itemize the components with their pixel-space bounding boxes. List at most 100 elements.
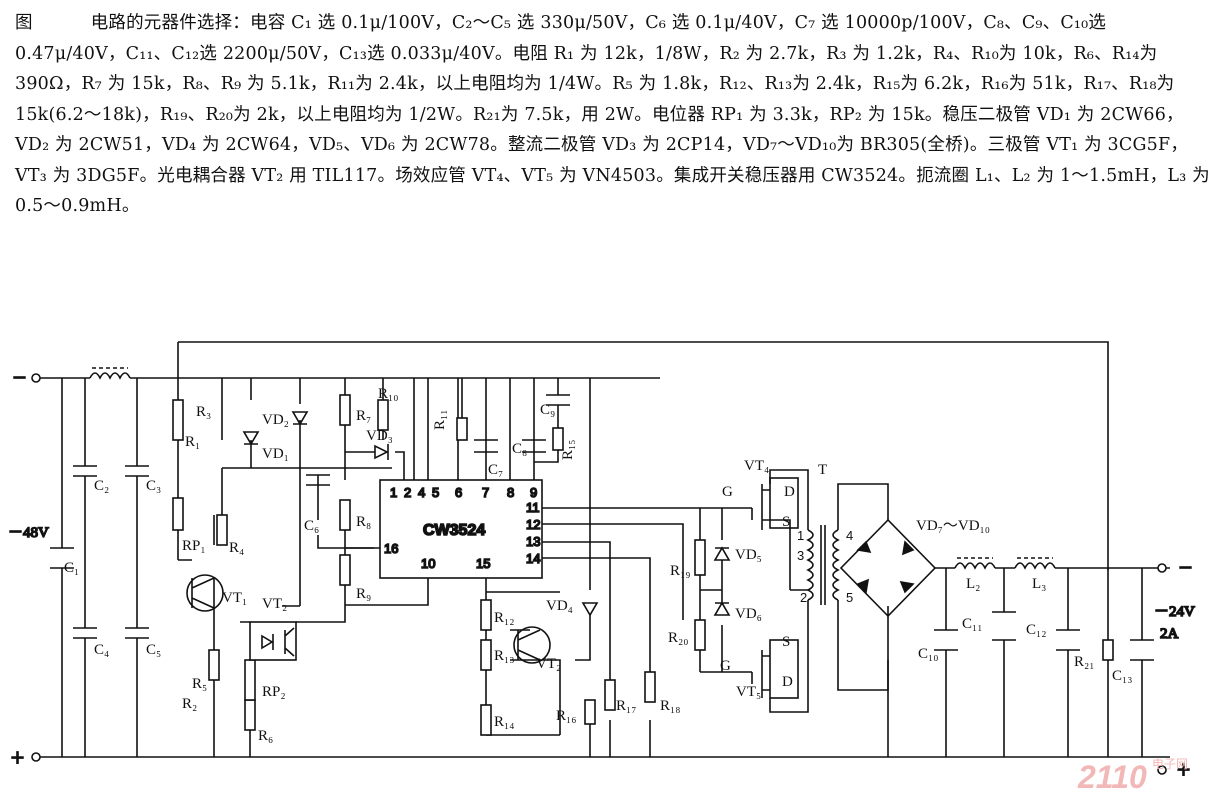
label-vd5: VD₅: [735, 547, 762, 563]
ic-pin-10: 10: [421, 556, 435, 571]
capacitor-c5: [125, 627, 149, 639]
transformer-t: [806, 525, 840, 605]
label-c6: C₆: [304, 518, 319, 534]
potentiometer-rp2: [244, 659, 256, 701]
mosfet-vt4: [751, 484, 770, 530]
mosfet-vt4-body: [769, 477, 799, 529]
label-t-pin1: 1: [797, 528, 804, 543]
ic-pin-11: 11: [526, 500, 540, 515]
mosfet-vt5: [751, 650, 770, 698]
diode-vd3: [374, 444, 389, 460]
label-r13: R₁₃: [494, 648, 514, 664]
label-r21: R₂₁: [1074, 654, 1094, 670]
capacitor-c13: [1130, 639, 1154, 661]
resistor-r11: [456, 417, 468, 441]
watermark-logo: 2110 电子网: [1077, 757, 1188, 795]
ic-pin-5: 5: [432, 485, 439, 500]
ic-pin-13: 13: [526, 534, 540, 549]
resistor-r13: [480, 639, 492, 671]
ic-pin-8: 8: [507, 485, 514, 500]
label-r8: R₈: [356, 514, 371, 530]
label-vt5: VT₅: [736, 684, 761, 700]
resistor-r21: [1102, 639, 1114, 661]
diodes: [242, 411, 731, 617]
label-gate-vt4: G: [722, 484, 733, 500]
resistor-r12: [480, 599, 492, 631]
label-vd4: VD₄: [546, 598, 573, 614]
label-l2: L₂: [966, 576, 980, 592]
capacitor-c11: [992, 611, 1016, 641]
inductor-l3: [1014, 562, 1056, 570]
label-r9: R₉: [356, 586, 371, 602]
label-vd3: VD₃: [366, 428, 393, 444]
ic-pin-14: 14: [526, 551, 540, 566]
label-vt3: VT₂: [536, 656, 561, 672]
zener-vd5: [713, 546, 731, 561]
resistor-r18: [644, 671, 656, 703]
label-t-pin4: 4: [846, 528, 853, 543]
ic-pin-6: 6: [455, 485, 462, 500]
resistor-r15: [552, 427, 564, 451]
resistor-r17: [604, 679, 616, 711]
ic-pin-15: 15: [476, 556, 490, 571]
capacitor-c3: [125, 465, 149, 477]
resistor-r7: [339, 394, 351, 426]
label-r7: R₇: [356, 408, 371, 424]
mosfet-vt5-body: [769, 639, 799, 699]
label-source-vt4: S: [782, 514, 790, 530]
label-r6: R₆: [258, 728, 273, 744]
ic-pin-2: 2: [404, 485, 411, 500]
label-r11: R₁₁: [432, 410, 448, 430]
label-transformer: T: [818, 462, 827, 478]
resistor-r14: [480, 704, 492, 736]
watermark-site: 电子网: [1152, 757, 1188, 771]
resistor-r9: [339, 554, 351, 586]
label-r3: R₃: [196, 404, 211, 420]
resistors: [172, 394, 1114, 736]
capacitors: [50, 394, 1154, 661]
capacitor-c6: [306, 474, 330, 486]
ic-pin-9: 9: [530, 485, 537, 500]
ic-top-pins: 1 2 4 5 6 7 8 9: [389, 484, 538, 501]
capacitor-c12: [1056, 629, 1080, 651]
input-positive-terminal: [31, 752, 41, 762]
component-labels: C₁ C₂ C₃ C₄ C₅ C₆ C₇ C₈ C₉ C₁₀ C₁₁ C₁₂ C…: [64, 386, 1132, 744]
resistor-r3: [172, 399, 184, 441]
label-c13: C₁₃: [1112, 668, 1132, 684]
capacitor-c8: [522, 439, 546, 453]
figure-caption: 图电路的元器件选择：电容 C₁ 选 0.1μ/100V，C₂～C₅ 选 330μ…: [15, 8, 1210, 222]
ic-pin-4: 4: [418, 485, 425, 500]
label-c8: C₈: [512, 441, 527, 457]
label-r12: R₁₂: [494, 610, 514, 626]
ic-pin-7: 7: [482, 485, 489, 500]
potentiometer-rp1: [172, 497, 184, 531]
resistor-r5: [208, 649, 220, 681]
label-source-vt5: S: [782, 634, 790, 650]
output-current-label: 2A: [1160, 626, 1179, 642]
output-voltage-label: －24V: [1154, 604, 1195, 620]
label-vt2-opto: VT₂: [262, 596, 287, 612]
label-r20: R₂₀: [668, 630, 688, 646]
label-gate-vt5: G: [720, 658, 731, 674]
capacitor-c1: [50, 547, 74, 569]
label-c3: C₃: [146, 478, 161, 494]
optocoupler-vt2: [249, 621, 297, 661]
zener-vd6: [713, 601, 731, 616]
watermark-brand: 2110: [1077, 759, 1147, 795]
label-vd7-10: VD₇～VD₁₀: [916, 518, 990, 534]
label-c9: C₉: [540, 402, 555, 418]
label-vt1: VT₁: [222, 590, 247, 606]
inductors: [89, 367, 1056, 570]
label-drain-vt5: D: [782, 674, 793, 690]
transistors: [186, 574, 551, 664]
label-c11: C₁₁: [962, 616, 982, 632]
label-t-pin3: 3: [797, 548, 804, 563]
label-r1: R₁: [185, 434, 200, 450]
label-r16: R₁₆: [556, 708, 576, 724]
label-r15: R₁₅: [560, 440, 576, 460]
resistor-r4: [216, 514, 228, 546]
capacitor-c7: [474, 439, 498, 453]
capacitor-c10: [934, 629, 958, 651]
label-r18: R₁₈: [660, 698, 680, 714]
caption-text: 电路的元器件选择：电容 C₁ 选 0.1μ/100V，C₂～C₅ 选 330μ/…: [15, 13, 1210, 216]
